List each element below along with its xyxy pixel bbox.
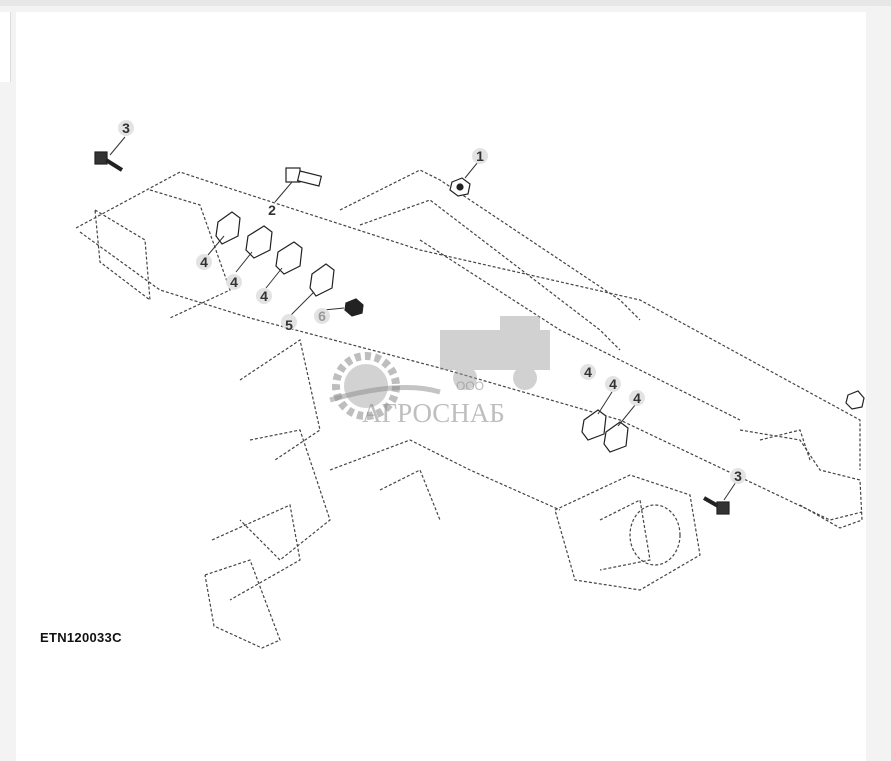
callout-2: 2 [268, 202, 276, 218]
bolt-head-icon [716, 501, 730, 515]
callout-6: 6 [318, 308, 326, 324]
callout-bubble [472, 148, 488, 164]
callout-4f: 4 [633, 390, 641, 406]
bolt-2 [285, 167, 323, 187]
callout-bubble [281, 314, 297, 330]
nut-6 [344, 298, 364, 317]
shim-icon [309, 263, 335, 297]
callout-4c: 4 [260, 288, 268, 304]
watermark-logo: ООО АГРОСНАБ [329, 316, 550, 428]
harvester-icon [440, 316, 550, 390]
top-bar [0, 0, 891, 6]
nut-right [845, 390, 865, 410]
nut-icon [344, 298, 364, 317]
figure-id: ETN120033C [40, 630, 122, 645]
leader-lines [109, 136, 737, 501]
diagram-panel [16, 12, 866, 761]
callout-bubble [605, 376, 621, 392]
shim-icon [245, 225, 273, 259]
callout-3-bottom: 3 [734, 468, 742, 484]
nut-icon [845, 390, 865, 410]
cross-bracket [379, 469, 441, 521]
logo-swoosh [329, 385, 441, 403]
bolt-shank [104, 158, 124, 172]
upper-beam-b [359, 199, 621, 351]
callouts: 3 1 2 4 4 4 5 6 4 4 4 3 [118, 120, 746, 484]
callout-4a: 4 [200, 254, 208, 270]
shim-icon [275, 241, 303, 275]
callout-bubble [256, 288, 272, 304]
callout-bubble [730, 468, 746, 484]
shim-icon [215, 211, 241, 245]
callout-4b: 4 [230, 274, 238, 290]
callout-bubble [629, 390, 645, 406]
right-end-plate [739, 429, 863, 529]
bolt-shank [296, 170, 323, 187]
watermark-name: АГРОСНАБ [362, 398, 505, 428]
right-clip [759, 429, 811, 461]
vertical-upright [239, 339, 321, 461]
cross-member [329, 439, 561, 511]
callout-1: 1 [476, 148, 484, 164]
left-end-plate [94, 209, 151, 302]
callout-4e: 4 [609, 376, 617, 392]
bolt-3-top [94, 151, 124, 172]
left-bracket [149, 189, 231, 319]
bolt-head-icon [94, 151, 108, 165]
upper-beam-c [419, 239, 741, 421]
leg-web [211, 504, 301, 601]
hardware [94, 151, 865, 515]
leg-foot [204, 559, 281, 649]
leg-plate-upper [239, 429, 331, 561]
side-tab [0, 12, 11, 82]
callout-bubble [118, 120, 134, 136]
callout-bubble [196, 254, 212, 270]
shims-left [215, 211, 335, 297]
shims-right [581, 409, 629, 453]
upper-beam-a [339, 169, 641, 321]
hub-tube-end [629, 504, 681, 566]
nut-1 [449, 177, 471, 197]
callout-bubble [580, 364, 596, 380]
callout-bubble [314, 308, 330, 324]
right-hub-housing [554, 474, 701, 591]
hub-mount [599, 499, 651, 571]
shim-icon [581, 409, 607, 441]
beam-top-edge [75, 171, 861, 470]
shim-icon [603, 421, 629, 453]
bolt-3-bottom [703, 496, 730, 515]
callout-4d: 4 [584, 364, 592, 380]
callout-5: 5 [285, 317, 293, 333]
bolt-shank [703, 496, 719, 508]
callout-bubble [226, 274, 242, 290]
callout-3-top: 3 [122, 120, 130, 136]
nut-hole [456, 183, 464, 191]
watermark-prefix: ООО [456, 379, 484, 393]
frame-line-art [75, 169, 863, 649]
